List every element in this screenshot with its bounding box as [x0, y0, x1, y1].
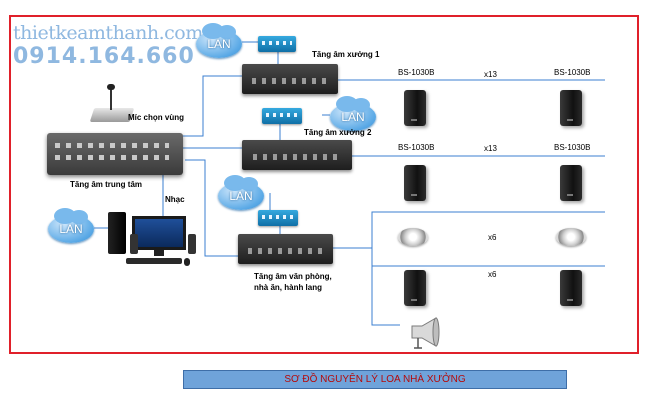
horn-speaker-icon	[411, 317, 440, 349]
network-module-3	[258, 210, 298, 226]
wall-speaker-icon	[404, 90, 426, 126]
label-central-amp: Tăng âm trung tâm	[70, 180, 143, 189]
central-mixer	[47, 133, 183, 175]
line-amp3-branch3	[371, 266, 400, 326]
ceiling-speaker-icon	[398, 228, 428, 246]
wall-speaker-icon	[404, 165, 426, 201]
multiplier-x6: x6	[488, 270, 497, 279]
music-computer	[108, 212, 198, 268]
line-amp3-out	[333, 211, 605, 249]
speaker-model-label: BS-1030B	[398, 143, 435, 152]
label-music: Nhạc	[165, 195, 185, 204]
lan-label: LAN	[341, 110, 365, 124]
ceiling-speaker-icon	[556, 228, 586, 246]
lan-label: LAN	[59, 222, 83, 236]
lan-cloud-4: LAN	[48, 208, 94, 243]
multiplier-x13: x13	[484, 70, 497, 79]
speaker-model-label: BS-1030B	[554, 68, 591, 77]
watermark-site: thietkeamthanh.com	[13, 22, 203, 44]
amplifier-workshop-2	[242, 140, 352, 170]
lan-cloud-1: LAN	[196, 23, 242, 58]
wall-speaker-icon	[560, 165, 582, 201]
wall-speaker-icon	[560, 90, 582, 126]
lan-label: LAN	[207, 37, 231, 51]
label-amp-office-line2: nhà ăn, hành lang	[254, 283, 323, 292]
multiplier-x13: x13	[484, 144, 497, 153]
lan-cloud-3: LAN	[218, 175, 264, 210]
label-mic: Míc chọn vùng	[128, 113, 184, 122]
lan-label: LAN	[229, 189, 253, 203]
multiplier-x6: x6	[488, 233, 497, 242]
wall-speaker-icon	[560, 270, 582, 306]
label-amp-workshop-2: Tăng âm xưởng 2	[304, 128, 372, 137]
lan-cloud-2: LAN	[330, 96, 376, 131]
speaker-model-label: BS-1030B	[398, 68, 435, 77]
wire-central-to-amp1	[163, 75, 242, 137]
amplifier-workshop-1	[242, 64, 338, 94]
watermark-phone: 0914.164.660	[13, 44, 195, 69]
speaker-model-label: BS-1030B	[554, 143, 591, 152]
line-amp3-branch2	[371, 248, 605, 267]
label-amp-office-line1: Tăng âm văn phòng,	[254, 272, 332, 281]
label-amp-workshop-1: Tăng âm xưởng 1	[312, 50, 380, 59]
network-module-2	[262, 108, 302, 124]
diagram-caption: SƠ ĐỒ NGUYÊN LÝ LOA NHÀ XƯỞNG	[183, 370, 567, 389]
network-module-1	[258, 36, 296, 52]
amplifier-office	[238, 234, 333, 264]
wall-speaker-icon	[404, 270, 426, 306]
diagram-frame	[9, 15, 639, 354]
zone-paging-microphone	[89, 84, 135, 124]
wire-central-to-amp3	[185, 159, 238, 257]
